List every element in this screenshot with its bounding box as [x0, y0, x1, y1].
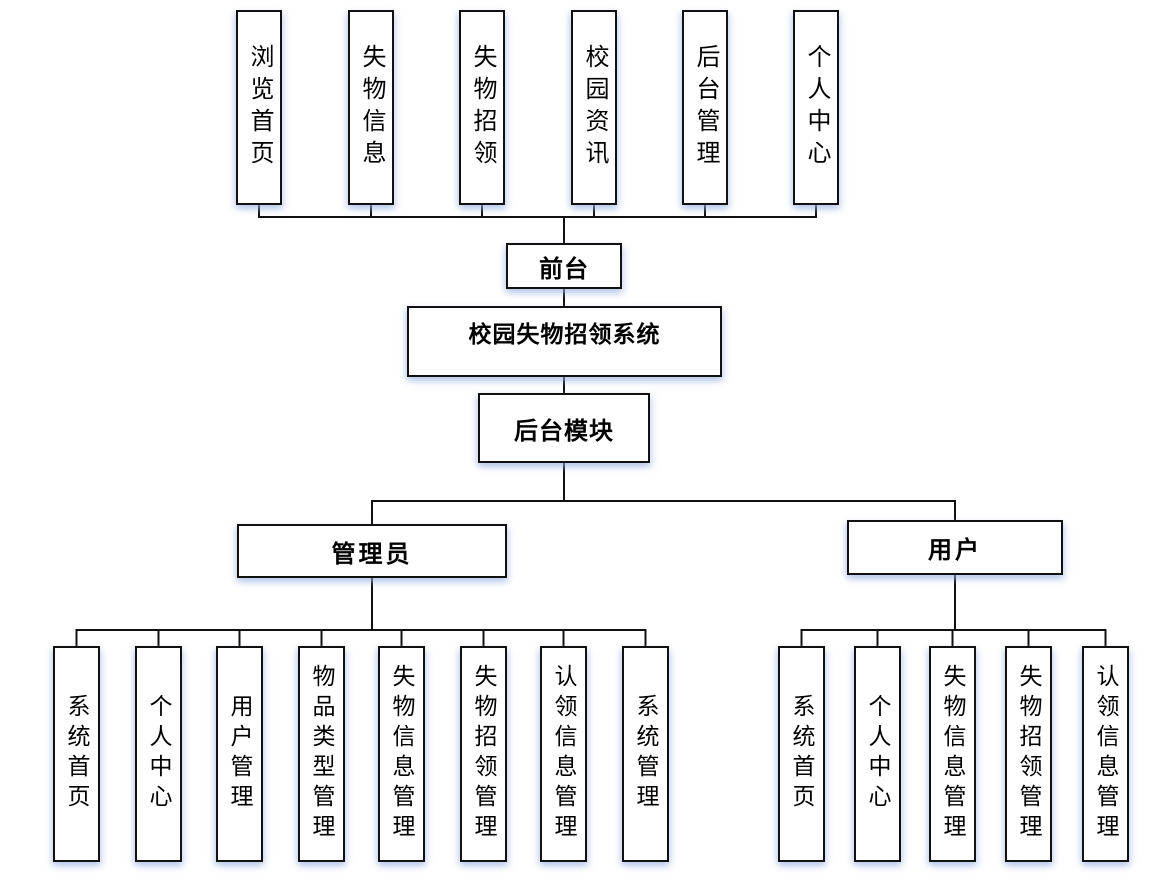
front-module-backend-management: 后台管理: [682, 10, 728, 205]
admin-module-personal-center: 个人中心: [135, 646, 182, 862]
admin-module-lost-and-found-management: 失物招领管理: [460, 646, 507, 862]
admin-module-system-management: 系统管理: [622, 646, 669, 862]
admin-module-user-management: 用户管理: [216, 646, 263, 862]
user-module-personal-center: 个人中心: [854, 646, 901, 862]
front-connectors: [258, 204, 817, 244]
front-module-lost-and-found: 失物招领: [459, 10, 505, 205]
front-module-personal-center: 个人中心: [793, 10, 839, 205]
front-node: 前台: [506, 243, 622, 289]
front-module-campus-news: 校园资讯: [571, 10, 617, 205]
front-module-lost-item-info: 失物信息: [348, 10, 394, 205]
backend-module-node: 后台模块: [478, 393, 650, 463]
user-connectors: [800, 574, 1107, 647]
admin-module-lost-item-info-management: 失物信息管理: [378, 646, 425, 862]
user-module-system-home: 系统首页: [778, 646, 825, 862]
system-root-node: 校园失物招领系统: [407, 306, 722, 377]
admin-connectors: [75, 577, 647, 647]
user-role-node: 用户: [847, 520, 1063, 575]
admin-module-item-type-management: 物品类型管理: [298, 646, 345, 862]
user-module-claim-info-management: 认领信息管理: [1082, 646, 1129, 862]
admin-module-system-home: 系统首页: [53, 646, 100, 862]
admin-role-node: 管理员: [237, 524, 507, 578]
admin-module-claim-info-management: 认领信息管理: [540, 646, 587, 862]
front-module-browse-home: 浏览首页: [236, 10, 282, 205]
user-module-lost-item-info-management: 失物信息管理: [929, 646, 976, 862]
user-module-lost-and-found-management: 失物招领管理: [1005, 646, 1052, 862]
